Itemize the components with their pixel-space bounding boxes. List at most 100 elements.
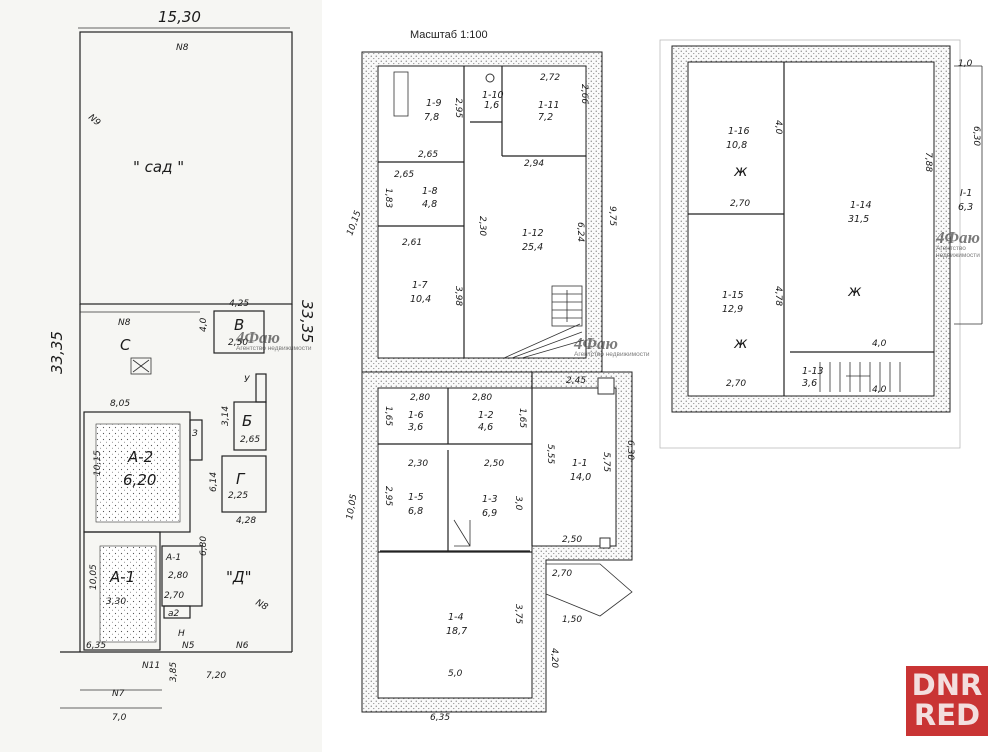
room-1-8-id: 1-8 bbox=[422, 186, 438, 197]
room-1-13-area: 3,6 bbox=[802, 378, 817, 389]
room-i-1-area: 6,3 bbox=[958, 202, 973, 213]
a11-height: 6,80 bbox=[199, 536, 209, 556]
room-1-3-area: 6,9 bbox=[482, 508, 497, 519]
room-1-7-area: 10,4 bbox=[410, 294, 431, 305]
dim-183: 1,83 bbox=[383, 188, 393, 208]
dim-295b: 2,95 bbox=[383, 486, 393, 506]
dim-30: 3,0 bbox=[513, 496, 523, 511]
yard-label: С bbox=[120, 336, 131, 354]
room-1-5-area: 6,8 bbox=[408, 506, 423, 517]
boundary-mid-label: N8 bbox=[118, 318, 131, 328]
dim-265b: 2,65 bbox=[394, 170, 414, 180]
room-1-10-area: 1,6 bbox=[484, 100, 499, 111]
room-1-16-area: 10,8 bbox=[726, 140, 747, 151]
a2-length: 6,20 bbox=[123, 471, 156, 489]
toilet-icon bbox=[485, 73, 495, 83]
room-1-15-id: 1-15 bbox=[722, 290, 744, 301]
room-1-14-id: 1-14 bbox=[850, 200, 872, 211]
room-1-8-area: 4,8 bbox=[422, 199, 437, 210]
room-1-3-id: 1-3 bbox=[482, 494, 498, 505]
room-1-4-id: 1-4 bbox=[448, 612, 464, 623]
bottom-width: 7,0 bbox=[112, 713, 127, 723]
sink-icon bbox=[599, 537, 611, 549]
udim-40c: 4,0 bbox=[872, 385, 887, 395]
room-1-5-id: 1-5 bbox=[408, 492, 424, 503]
building-b bbox=[213, 310, 265, 354]
room-1-2-area: 4,6 bbox=[478, 422, 493, 433]
site-plan-panel: 15,30 N8 N9 " сад " N8 С 33,35 33,35 4,2… bbox=[0, 0, 322, 752]
dim-261: 2,61 bbox=[402, 238, 422, 248]
zh-label-1: ж bbox=[733, 162, 748, 180]
site-top-width: 15,30 bbox=[158, 8, 201, 26]
room-1-1-area: 14,0 bbox=[570, 472, 591, 483]
room-1-15-area: 12,9 bbox=[722, 304, 743, 315]
ground-floor-panel: 1-9 7,8 1-10 1,6 1-11 7,2 1-8 4,8 1-12 2… bbox=[322, 0, 652, 752]
room-1-16-id: 1-16 bbox=[728, 126, 750, 137]
dim-975: 9,75 bbox=[607, 206, 617, 226]
dim-270: 2,70 bbox=[552, 569, 572, 579]
dim-250b: 2,50 bbox=[562, 535, 582, 545]
porch-outline bbox=[545, 563, 633, 617]
upper-floor-panel: 1-16 10,8 1-14 31,5 1-15 12,9 1-13 3,6 I… bbox=[652, 0, 1000, 752]
dim-230: 2,30 bbox=[477, 216, 487, 236]
room-1-10-id: 1-10 bbox=[482, 90, 504, 101]
dim-280b: 2,80 bbox=[472, 393, 492, 403]
room-1-9-area: 7,8 bbox=[424, 112, 439, 123]
h-label: Н bbox=[178, 629, 185, 639]
watermark-site: 4Фаю Агентство недвижимости bbox=[236, 328, 312, 352]
dim-250: 2,50 bbox=[484, 459, 504, 469]
dim-280a: 2,80 bbox=[410, 393, 430, 403]
front-width: 6,35 bbox=[86, 641, 106, 651]
a11-width: 2,70 bbox=[164, 591, 184, 601]
room-1-4-area: 18,7 bbox=[446, 626, 467, 637]
dim-630: 6,30 bbox=[625, 440, 635, 460]
room-1-12-area: 25,4 bbox=[522, 242, 543, 253]
dnr-red-badge: DNR RED bbox=[906, 666, 988, 736]
room-1-13-id: 1-13 bbox=[802, 366, 824, 377]
room-1-2-id: 1-2 bbox=[478, 410, 494, 421]
room-1-12-id: 1-12 bbox=[522, 228, 544, 239]
a1-label: А-1 bbox=[109, 568, 135, 586]
site-total-right: 33,35 bbox=[298, 300, 316, 343]
small-b-height: 3,14 bbox=[221, 406, 231, 426]
stairs-icon bbox=[503, 285, 585, 359]
yard-arrows-icon bbox=[130, 357, 152, 375]
dim-272: 2,72 bbox=[540, 73, 560, 83]
building-a1 bbox=[83, 531, 161, 651]
scale-title: Масштаб 1:100 bbox=[410, 29, 488, 41]
dim-230b: 2,30 bbox=[408, 459, 428, 469]
udim-478: 4,78 bbox=[773, 286, 783, 306]
dim-295: 2,95 bbox=[453, 98, 463, 118]
room-1-7-id: 1-7 bbox=[412, 280, 428, 291]
building-gamma bbox=[221, 455, 267, 513]
zh-label-3: ж bbox=[733, 334, 748, 352]
u-label: У bbox=[244, 375, 250, 385]
a1-length: 3,30 bbox=[106, 597, 126, 607]
n7-label: N7 bbox=[112, 689, 125, 699]
a1-height: 10,05 bbox=[89, 564, 99, 590]
room-1-1-id: 1-1 bbox=[572, 458, 588, 469]
dim-375: 3,75 bbox=[513, 604, 523, 624]
gamma-label: Г bbox=[236, 470, 246, 488]
right-front-label: 7,20 bbox=[206, 671, 226, 681]
room-1-6-id: 1-6 bbox=[408, 410, 424, 421]
dim-245: 2,45 bbox=[566, 376, 586, 386]
zh-label-2: ж bbox=[847, 282, 862, 300]
door-swing bbox=[453, 519, 471, 547]
dim-555: 5,55 bbox=[545, 444, 555, 464]
a2-height: 10,15 bbox=[93, 450, 103, 476]
room-1-14-area: 31,5 bbox=[848, 214, 869, 225]
dim-265a: 2,65 bbox=[418, 150, 438, 160]
a-small-label: а2 bbox=[168, 609, 180, 619]
dim-165a: 1,65 bbox=[383, 406, 393, 426]
upper-floor-drawing: 1-16 10,8 1-14 31,5 1-15 12,9 1-13 3,6 I… bbox=[659, 39, 983, 449]
bathtub-icon bbox=[393, 71, 409, 117]
udim-40a: 4,0 bbox=[773, 120, 783, 135]
gamma-length: 2,25 bbox=[228, 491, 248, 501]
d-label: "Д" bbox=[226, 568, 252, 586]
garden-plot bbox=[79, 31, 293, 305]
udim-270a: 2,70 bbox=[730, 199, 750, 209]
dim-398: 3,98 bbox=[453, 286, 463, 306]
garden-label: " сад " bbox=[133, 158, 184, 176]
site-plan-drawing: 15,30 N8 N9 " сад " N8 С 33,35 33,35 4,2… bbox=[48, 8, 316, 723]
